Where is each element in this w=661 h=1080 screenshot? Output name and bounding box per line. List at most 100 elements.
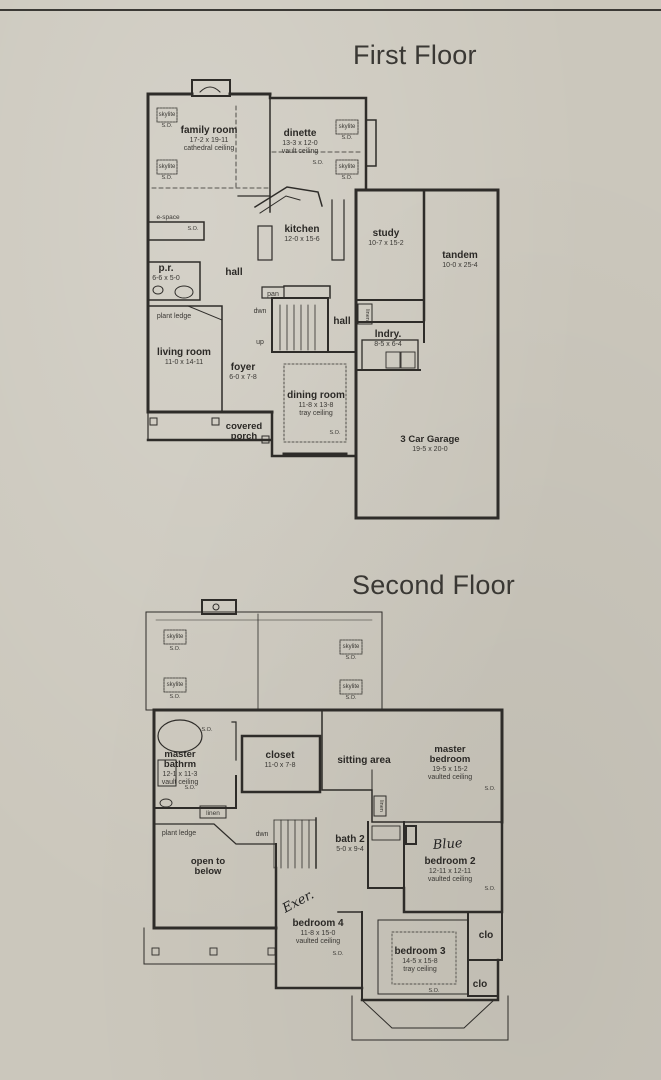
skylite-label-f1-3: skylite [339,164,356,170]
so-label-f2-7: S.O. [484,886,495,892]
bedroom-2-name: bedroom 2 [424,856,476,867]
skylite-label-f1-2: skylite [339,124,356,130]
so-label-f2-1: S.O. [169,694,180,700]
linen-label-f2-vertical: linen [378,800,384,812]
down-label-f1: dwn [254,308,267,315]
skylite-label-f2-0: skylite [167,634,184,640]
clo-2-name: clo [473,979,487,990]
plant-ledge-label-f2: plant ledge [162,830,196,837]
so-label-f1-3: S.O. [341,175,352,181]
closet-name: closet [266,750,296,761]
so-label-f2-4: S.O. [201,727,212,733]
study-name: study [373,228,400,239]
master-bathroom-name-line2: bathrm [164,759,196,770]
so-label-f2-0: S.O. [169,646,180,652]
master-bedroom-dims: 19-5 x 15-2 [432,766,468,773]
bath-2-name: bath 2 [335,834,365,845]
bedroom-3-name: bedroom 3 [394,946,446,957]
down-label-f2: dwn [256,831,269,838]
second-floor-skylights [163,629,363,695]
family-room-name: family room [181,125,238,136]
skylite-label-f1-1: skylite [159,164,176,170]
dinette-dims: 13-3 x 12-0 [282,140,318,147]
open-to-below-name-line2: below [195,866,223,877]
bedroom-4-name: bedroom 4 [292,918,344,929]
bedroom-4-dims: 11-8 x 15-0 [301,930,336,937]
skylite-label-f2-3: skylite [343,684,360,690]
first-floor-title: First Floor [353,40,477,70]
second-floor-walls [143,599,509,1041]
bedroom-2-dims: 12-11 x 12-11 [429,868,471,875]
kitchen-dims: 12-0 x 15-6 [284,236,320,243]
open-to-below-name-line1: open to [191,856,225,867]
bedroom-3-dims: 14-5 x 15-8 [402,958,438,965]
pr-name: p.r. [158,263,173,274]
study-dims: 10-7 x 15-2 [368,240,404,247]
foyer-dims: 6-0 x 7-8 [229,374,257,381]
so-label-f2-6: S.O. [484,786,495,792]
living-room-name: living room [157,347,211,358]
kitchen-name: kitchen [284,224,319,235]
first-floor-walls [146,79,500,520]
hall-1-name: hall [225,267,242,278]
master-bedroom-name-line1: master [434,744,465,755]
family-room-dims: 17-2 x 19-11 [190,137,229,144]
clo-1-name: clo [479,930,493,941]
laundry-dims: 8-5 x 6-4 [374,341,402,348]
up-label-f1: up [256,339,264,346]
master-bedroom-name-line2: bedroom [430,754,471,765]
family-room-note: cathedral ceiling [184,145,235,152]
covered-porch-name-line2: porch [231,431,258,442]
living-room-dims: 11-0 x 14-11 [165,359,203,366]
bedroom-3-note: tray ceiling [403,966,437,973]
bath-2-dims: 5-0 x 9-4 [336,846,364,853]
so-label-f1-1: S.O. [161,175,172,181]
closet-dims: 11-0 x 7-8 [265,762,296,769]
first-floor-skylights [156,107,359,175]
linen-label-f2: linen [206,810,220,817]
so-label-f1-5: S.O. [187,226,198,232]
skylite-label-f1-0: skylite [159,112,176,118]
dining-room-note: tray ceiling [299,410,333,417]
espace-label: e-space [156,214,180,221]
so-label-f2-2: S.O. [345,655,356,661]
so-label-f2-9: S.O. [428,988,439,994]
master-bathroom-name-line1: master [164,749,195,760]
covered-porch-name-line1: covered [226,421,263,432]
dining-room-dims: 11-8 x 13-8 [299,402,334,409]
handwritten-exer-note: Exer. [279,887,316,916]
so-label-f1-6: S.O. [329,430,340,436]
tandem-dims: 10-0 x 25-4 [442,262,478,269]
dinette-name: dinette [284,128,317,139]
foyer-name: foyer [231,362,256,373]
so-label-f2-8: S.O. [332,951,343,957]
second-floor-title: Second Floor [352,570,515,600]
laundry-name: lndry. [375,329,402,340]
dinette-note: vault ceiling [282,148,319,155]
so-label-f2-5: S.O. [184,785,195,791]
skylite-label-f2-1: skylite [167,682,184,688]
master-bedroom-note: vaulted ceiling [428,774,472,781]
handwritten-blue-note: Blue [431,836,463,853]
plant-ledge-label-f1: plant ledge [157,313,191,320]
pantry-label: pan [267,291,279,298]
garage-name: 3 Car Garage [400,434,459,445]
so-label-f1-4: S.O. [312,160,323,166]
master-bathroom-dims: 12-1 x 11-3 [163,771,198,778]
dining-room-name: dining room [287,390,345,401]
skylite-label-f2-2: skylite [343,644,360,650]
hall-2-name: hall [333,316,350,327]
so-label-f2-3: S.O. [345,695,356,701]
sitting-area-name: sitting area [337,755,391,766]
so-label-f1-0: S.O. [161,123,172,129]
garage-dims: 19-5 x 20-0 [412,446,448,453]
top-rule [0,9,661,11]
bedroom-2-note: vaulted ceiling [428,876,472,883]
so-label-f1-2: S.O. [341,135,352,141]
pr-dims: 6-6 x 5-0 [152,275,180,282]
master-bathroom-note: vault ceiling [162,779,199,786]
linen-label-f1: linen [364,309,370,321]
